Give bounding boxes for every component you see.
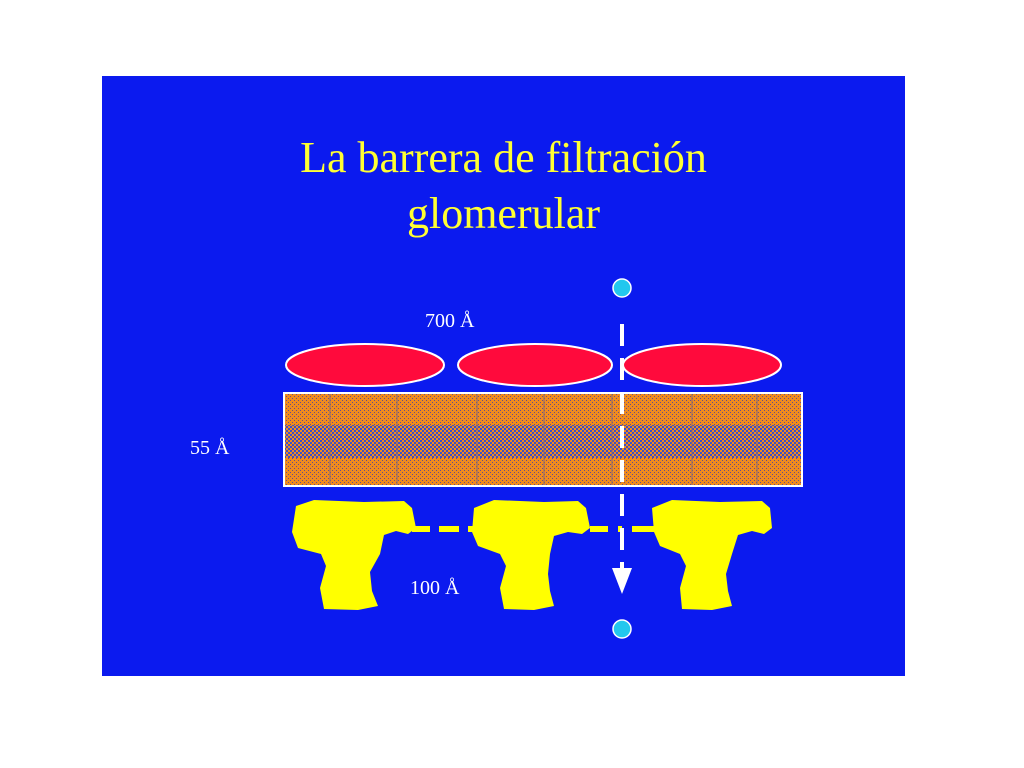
- endothelial-cell: [457, 343, 613, 387]
- filtered-particle-top: [612, 278, 632, 298]
- endothelial-cell: [285, 343, 445, 387]
- basement-membrane: [283, 392, 803, 487]
- podocyte-foot: [652, 500, 772, 610]
- filtration-path-arrow: [612, 324, 632, 594]
- slide: La barrera de filtración glomerular: [102, 76, 905, 676]
- slit-diaphragm-label: 100 Å: [410, 577, 460, 599]
- podocyte-foot: [292, 500, 416, 610]
- podocyte-foot: [472, 500, 590, 610]
- slide-title: La barrera de filtración glomerular: [102, 130, 905, 242]
- endothelial-cell: [622, 343, 782, 387]
- title-line-2: glomerular: [406, 189, 601, 238]
- filtration-barrier-diagram: 700 Å 55 Å 100 Å: [190, 278, 803, 639]
- filtered-particle-bottom: [612, 619, 632, 639]
- basement-membrane-label: 55 Å: [190, 437, 230, 459]
- endothelium-pore-label: 700 Å: [425, 310, 475, 332]
- title-line-1: La barrera de filtración: [300, 133, 707, 182]
